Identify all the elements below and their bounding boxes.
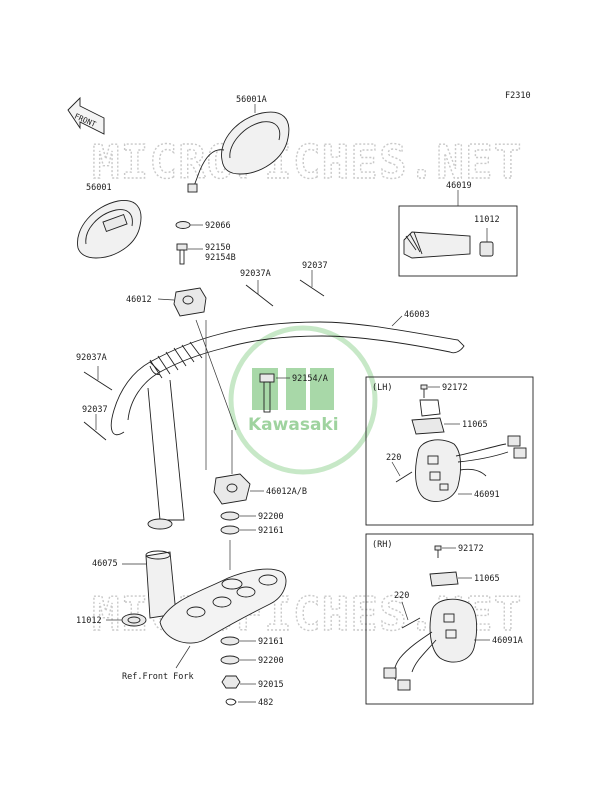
plate-11065-lh bbox=[411, 399, 445, 435]
label-92037-top: 92037 bbox=[302, 261, 328, 271]
screw-220-rh bbox=[401, 617, 421, 629]
kawasaki-logo: Kawasaki bbox=[228, 325, 378, 475]
watermark-top: MICROFICHES.NET bbox=[92, 135, 522, 189]
label-92172-lh: 92172 bbox=[442, 383, 468, 393]
mirror-left bbox=[77, 200, 142, 259]
pin-92037a-left bbox=[83, 371, 113, 391]
rh-switch-box bbox=[365, 533, 534, 705]
label-92037-left: 92037 bbox=[82, 405, 108, 415]
lh-switch-box bbox=[365, 376, 534, 526]
label-92150: 92150 bbox=[205, 243, 231, 253]
bolt-92154a bbox=[259, 373, 275, 413]
pin-92037-top bbox=[299, 279, 325, 297]
label-11012-top: 11012 bbox=[474, 215, 500, 225]
label-92154a: 92154/A bbox=[292, 374, 328, 384]
grip-end-11012 bbox=[121, 613, 147, 627]
label-46091: 46091 bbox=[474, 490, 500, 500]
label-92015: 92015 bbox=[258, 680, 284, 690]
label-11065-lh: 11065 bbox=[462, 420, 488, 430]
label-220-lh: 220 bbox=[386, 453, 401, 463]
label-46012: 46012 bbox=[126, 295, 152, 305]
label-56001: 56001 bbox=[86, 183, 112, 193]
bolt-92150 bbox=[176, 243, 188, 265]
label-92161-top: 92161 bbox=[258, 526, 284, 536]
washer-92161-top bbox=[220, 525, 240, 535]
screw-92172-lh bbox=[420, 384, 428, 398]
label-46091a: 46091A bbox=[492, 636, 523, 646]
label-46019: 46019 bbox=[446, 181, 472, 191]
cap-92066 bbox=[175, 221, 191, 229]
washer-92200-bottom bbox=[220, 655, 240, 665]
throttle-grip-46019 bbox=[403, 231, 494, 259]
label-482: 482 bbox=[258, 698, 273, 708]
figure-code: F2310 bbox=[505, 91, 531, 101]
label-92200-bottom: 92200 bbox=[258, 656, 284, 666]
label-11065-rh: 11065 bbox=[474, 574, 500, 584]
label-56001a: 56001A bbox=[236, 95, 267, 105]
label-92154b: 92154B bbox=[205, 253, 236, 263]
label-92066: 92066 bbox=[205, 221, 231, 231]
pin-92037a-top bbox=[245, 284, 274, 307]
label-92172-rh: 92172 bbox=[458, 544, 484, 554]
pin-92037-left bbox=[83, 421, 107, 441]
label-92037a-top: 92037A bbox=[240, 269, 271, 279]
cotter-pin-482 bbox=[225, 698, 237, 706]
plate-11065-rh bbox=[429, 571, 459, 587]
mirror-right bbox=[187, 111, 290, 193]
label-92161-bottom: 92161 bbox=[258, 637, 284, 647]
label-92200-top: 92200 bbox=[258, 512, 284, 522]
upper-bracket bbox=[159, 568, 287, 644]
label-46012ab: 46012A/B bbox=[266, 487, 307, 497]
nut-92015 bbox=[221, 675, 241, 689]
ref-front-fork-label: Ref.Front Fork bbox=[122, 672, 194, 682]
screw-220-lh bbox=[395, 471, 413, 483]
lower-clamp-46012ab bbox=[213, 473, 251, 505]
label-92037a-left: 92037A bbox=[76, 353, 107, 363]
label-220-rh: 220 bbox=[394, 591, 409, 601]
switch-housing-46091a bbox=[383, 598, 478, 691]
label-46003: 46003 bbox=[404, 310, 430, 320]
washer-92200-top bbox=[220, 511, 240, 521]
label-11012-bottom: 11012 bbox=[76, 616, 102, 626]
upper-clamp-46012 bbox=[173, 287, 207, 317]
washer-92161-bottom bbox=[220, 636, 240, 646]
label-46075: 46075 bbox=[92, 559, 118, 569]
handlebar-46003 bbox=[110, 321, 465, 530]
switch-housing-46091 bbox=[415, 435, 527, 502]
front-arrow-icon: FRONT bbox=[67, 96, 105, 135]
box-lh-label: (LH) bbox=[372, 383, 392, 393]
screw-92172-rh bbox=[434, 545, 442, 558]
box-rh-label: (RH) bbox=[372, 540, 392, 550]
kawasaki-logo-text: Kawasaki bbox=[248, 415, 339, 435]
